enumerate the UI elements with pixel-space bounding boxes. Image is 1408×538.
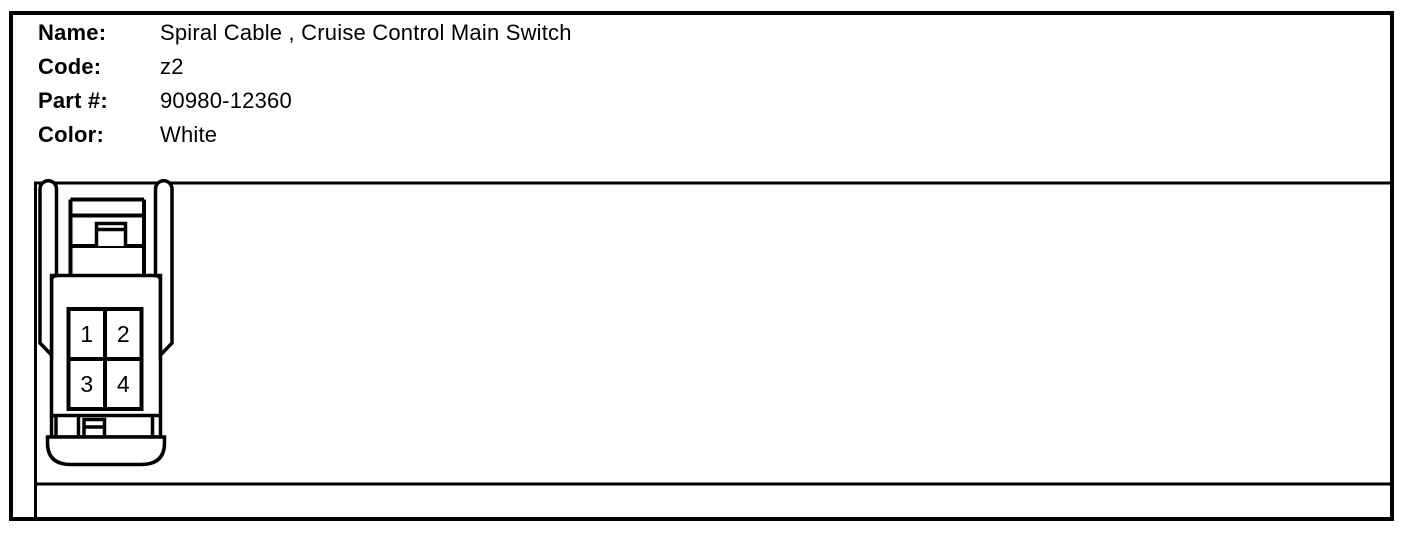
field-label-part-number: Part #: bbox=[38, 88, 108, 113]
page-frame bbox=[9, 11, 1394, 521]
lock-tab-outline bbox=[94, 221, 128, 246]
pin-labels: 1 2 3 4 bbox=[80, 321, 130, 397]
field-row-name: Name: Spiral Cable , Cruise Control Main… bbox=[38, 16, 572, 50]
field-value-part-number: 90980-12360 bbox=[160, 88, 292, 113]
connector-drawing: 1 2 3 4 bbox=[38, 179, 174, 467]
connector-lock-tab bbox=[94, 221, 128, 246]
field-row-part-number: Part #: 90980-12360 bbox=[38, 84, 572, 118]
connector-base bbox=[45, 435, 167, 467]
connector-base-strip bbox=[51, 413, 161, 436]
field-label-code: Code: bbox=[38, 54, 102, 79]
field-row-code: Code: z2 bbox=[38, 50, 572, 84]
pin-label-3: 3 bbox=[80, 371, 93, 397]
field-label-color: Color: bbox=[38, 122, 104, 147]
field-value-name: Spiral Cable , Cruise Control Main Switc… bbox=[160, 20, 572, 45]
pin-label-2: 2 bbox=[117, 321, 130, 347]
pin-grid bbox=[66, 307, 144, 411]
field-value-color: White bbox=[160, 122, 218, 147]
connector-ear-right bbox=[153, 179, 174, 360]
diagram-box-border bbox=[34, 181, 1393, 519]
field-row-color: Color: White bbox=[38, 118, 572, 152]
field-value-code: z2 bbox=[160, 54, 184, 79]
pin-label-1: 1 bbox=[80, 321, 93, 347]
connector-ear-left bbox=[38, 179, 59, 360]
field-label-name: Name: bbox=[38, 20, 107, 45]
connector-metadata: Name: Spiral Cable , Cruise Control Main… bbox=[38, 16, 572, 152]
pin-label-4: 4 bbox=[117, 371, 130, 397]
